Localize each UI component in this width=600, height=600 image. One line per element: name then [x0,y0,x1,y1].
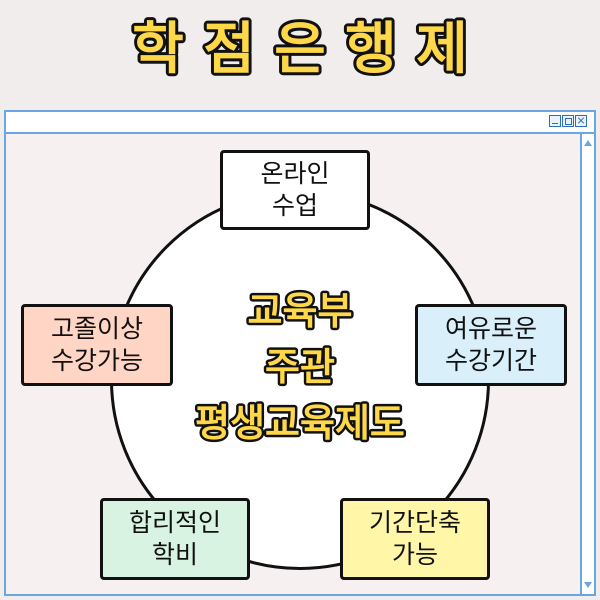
maximize-icon[interactable] [562,115,574,127]
center-line-2: 주관 [265,345,335,389]
node-high-school-eligible: 고졸이상 수강가능 [21,304,173,386]
minimize-icon[interactable] [549,115,561,127]
node-flexible-period: 여유로운 수강기간 [415,304,567,386]
node-reasonable-tuition: 합리적인 학비 [100,498,250,580]
node-online-class-label: 온라인 수업 [260,159,330,220]
scroll-down-icon[interactable] [584,582,592,588]
title-text: 학 점 은 행 제 [132,17,468,82]
center-label: 교육부 주관 평생교육제도 [180,282,420,452]
node-high-school-eligible-label: 고졸이상 수강가능 [50,314,143,375]
center-line-1: 교육부 [248,289,353,333]
close-icon[interactable] [575,115,587,127]
center-line-3: 평생교육제도 [195,401,405,445]
node-shortened-period: 기간단축 가능 [340,498,490,580]
page-title: 학 점 은 행 제 [0,4,600,94]
node-flexible-period-label: 여유로운 수강기간 [444,314,537,375]
vertical-scrollbar[interactable] [580,134,594,594]
node-reasonable-tuition-label: 합리적인 학비 [128,508,221,569]
node-shortened-period-label: 기간단축 가능 [368,508,461,569]
scroll-up-icon[interactable] [584,140,592,146]
window-titlebar [6,112,594,134]
node-online-class: 온라인 수업 [220,150,370,230]
